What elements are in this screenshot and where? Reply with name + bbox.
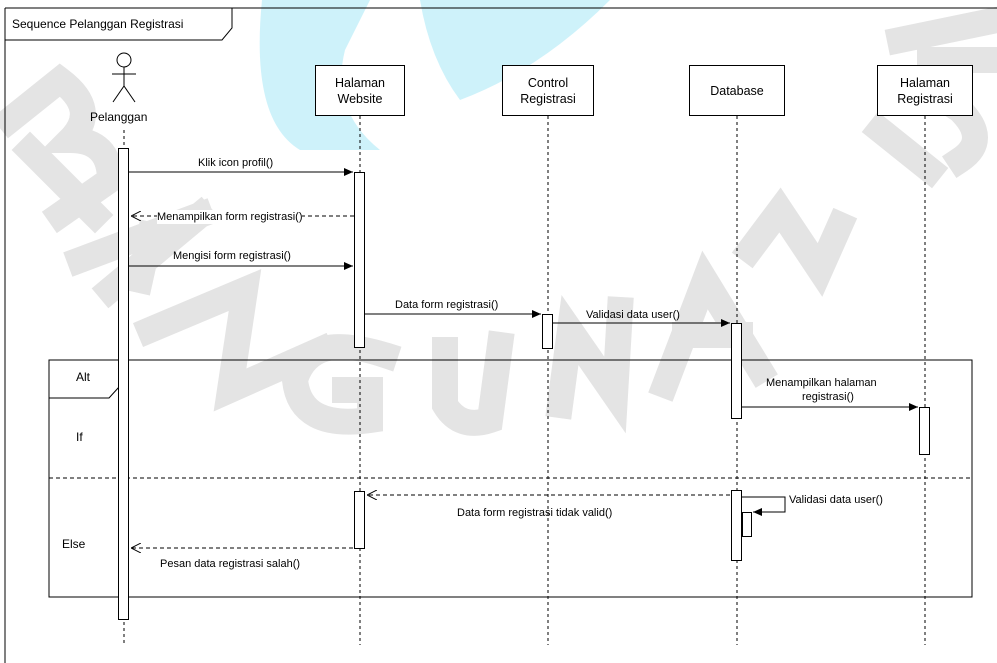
watermark-letter-u (432, 330, 515, 436)
watermark-letter-n3 (731, 187, 858, 297)
message-label-self-validasi: Validasi data user() (789, 494, 883, 506)
lifeline-title-line1: Halaman (899, 75, 951, 90)
message-label-klik-icon: Klik icon profil() (198, 157, 274, 169)
message-label-mengisi-form: Mengisi form registrasi() (173, 250, 291, 262)
activation-control-registrasi (542, 314, 553, 349)
alt-operator-label: Alt (76, 370, 91, 384)
alt-guard-else: Else (62, 537, 86, 551)
alt-guard-if: If (76, 430, 83, 444)
lifeline-title-line2: Registrasi (897, 91, 953, 106)
message-label-pesan-salah: Pesan data registrasi salah() (160, 558, 301, 570)
watermark-letter-g (281, 333, 402, 435)
activation-database (731, 323, 742, 419)
message-label-menampilkan-halaman-1: Menampilkan halaman (766, 377, 877, 389)
activation-halaman-website-else (354, 491, 365, 549)
activation-halaman-website (354, 172, 365, 348)
message-label-data-form: Data form registrasi() (395, 299, 499, 311)
activation-database-else (731, 490, 742, 561)
activation-database-self (742, 512, 752, 537)
lifeline-title-line2: Registrasi (520, 91, 576, 106)
activation-pelanggan (118, 148, 129, 620)
cyan-wave-decoration (420, 0, 610, 100)
actor-icon (112, 52, 136, 103)
message-label-validasi-data: Validasi data user() (586, 309, 680, 321)
lifeline-box-halaman-website: Halaman Website (315, 65, 405, 116)
lifeline-box-database: Database (689, 65, 785, 116)
frame-title-tab (5, 8, 233, 41)
lifeline-box-halaman-registrasi: Halaman Registrasi (877, 65, 973, 116)
activation-halaman-registrasi (919, 407, 930, 455)
lifeline-title-line1: Halaman (334, 75, 386, 90)
watermark-letter-n (132, 269, 338, 412)
watermark-letter-n2 (545, 294, 634, 434)
watermark-letter-a3 (884, 6, 997, 73)
watermark-letter-b (0, 63, 124, 234)
lifeline-title-line2: Website (337, 91, 383, 106)
lifeline-title-line1: Control (527, 75, 569, 90)
lifeline-title: Database (710, 83, 764, 98)
lifeline-box-control-registrasi: Control Registrasi (502, 65, 594, 116)
frame-title: Sequence Pelanggan Registrasi (12, 17, 184, 31)
message-label-tidak-valid: Data form registrasi tidak valid() (457, 507, 613, 519)
message-arrow-self-validasi (742, 496, 786, 516)
message-label-menampilkan-form: Menampilkan form registrasi() (157, 210, 303, 224)
message-label-menampilkan-halaman-2: registrasi() (802, 391, 854, 403)
actor-label: Pelanggan (90, 110, 148, 124)
